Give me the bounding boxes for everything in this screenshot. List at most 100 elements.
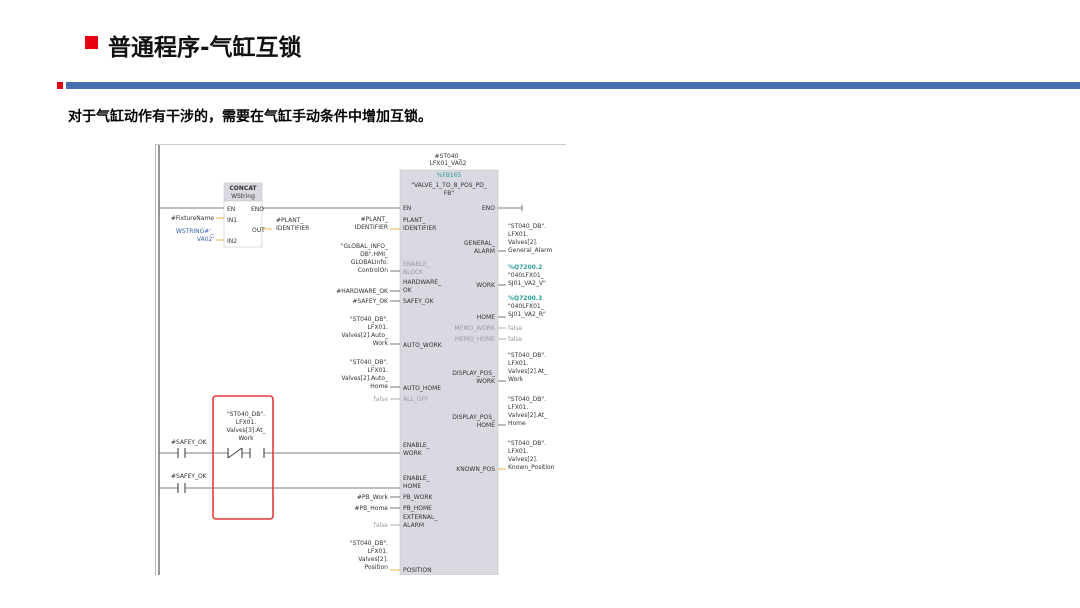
op-gi-line3[interactable]: GLOBALInfo.: [351, 259, 388, 266]
concat-in1-operand[interactable]: #FixtureName: [171, 215, 214, 222]
op-gi-line4[interactable]: ControlOn: [358, 267, 388, 274]
op-plant-line2[interactable]: IDENTIFIER: [355, 224, 388, 231]
fb-instance-line2: LFX01_VA02: [430, 160, 467, 167]
pin-disp-home-line2: HOME: [477, 422, 495, 429]
header-rule: [66, 82, 1080, 89]
slide-title: 普通程序-气缸互锁: [108, 35, 302, 61]
fb-instance-line1: #ST040_: [435, 153, 463, 160]
op-work-line1[interactable]: "040LFX01_: [508, 272, 545, 279]
op-home-line2[interactable]: SJ01_VA2_R": [508, 311, 546, 318]
pin-auto-work: AUTO_WORK: [403, 342, 443, 349]
pin-hw-line1: HARDWARE_: [403, 279, 442, 286]
op-aw-line3[interactable]: Valves[2].Auto_: [341, 332, 389, 339]
pin-auto-home: AUTO_HOME: [403, 385, 441, 392]
nc-contact-line2: LFX01.: [236, 419, 257, 426]
op-kp-line3[interactable]: Valves[2].: [508, 456, 538, 463]
concat-in2-pin: IN2: [227, 238, 237, 245]
fb-body: [399, 169, 499, 575]
op-ah-line3[interactable]: Valves[2].Auto_: [341, 375, 389, 382]
op-home-addr[interactable]: %Q7200.3: [508, 295, 542, 302]
concat-out-pin: OUT: [252, 227, 265, 234]
op-ga-line1[interactable]: "ST040_DB".: [508, 223, 546, 230]
pin-ext-line1: EXTERNAL_: [403, 514, 438, 521]
pin-enable-work-line2: WORK: [403, 450, 423, 457]
op-work-line2[interactable]: SJ01_VA2_V": [508, 280, 546, 287]
pin-memo-work: MEMO_WORK: [454, 325, 496, 332]
op-memo-work[interactable]: false: [508, 325, 523, 332]
pin-ext-line2: ALARM: [403, 522, 424, 529]
op-pos-line2[interactable]: LFX01.: [368, 548, 389, 555]
op-ga-line3[interactable]: Valves[2].: [508, 239, 538, 246]
concat-title: CONCAT: [229, 185, 257, 192]
op-pb-home[interactable]: #PB_Home: [355, 505, 389, 512]
fb-en-pin: EN: [403, 205, 411, 212]
slide-subtitle: 对于气缸动作有干涉的，需要在气缸手动条件中增加互锁。: [68, 109, 432, 125]
op-gi-line1[interactable]: "GLOBAL_INFO_: [341, 243, 389, 250]
concat-block[interactable]: CONCAT WString EN ENO IN1 OUT IN2: [223, 182, 265, 248]
ladder-diagram: CONCAT WString EN ENO IN1 OUT IN2 #Fixtu…: [155, 144, 566, 575]
pin-hw-line2: OK: [403, 287, 413, 294]
contact-safey-2-label: #SAFEY_OK: [171, 473, 208, 480]
pin-disp-work-line2: WORK: [476, 378, 496, 385]
op-gi-line2[interactable]: DB".HMI_: [360, 251, 389, 258]
nc-contact-valves3-at-work[interactable]: "ST040_DB". LFX01. Valves[3].At_ Work: [226, 411, 267, 459]
pin-home: HOME: [477, 314, 495, 321]
ladder-svg: CONCAT WString EN ENO IN1 OUT IN2 #Fixtu…: [158, 145, 555, 575]
safey-contact-1[interactable]: #SAFEY_OK: [171, 439, 208, 458]
op-home-line1[interactable]: "040LFX01_: [508, 303, 545, 310]
op-pos-line1[interactable]: "ST040_DB".: [350, 540, 388, 547]
safey-contact-2[interactable]: #SAFEY_OK: [171, 473, 208, 493]
op-aw-line1[interactable]: "ST040_DB".: [350, 316, 388, 323]
op-safey[interactable]: #SAFEY_OK: [352, 298, 389, 305]
op-kp-line1[interactable]: "ST040_DB".: [508, 440, 546, 447]
concat-body: [223, 200, 263, 248]
op-kp-line4[interactable]: Known_Position: [508, 464, 555, 471]
fb-eno-pin: ENO: [482, 205, 495, 212]
right-operands: "ST040_DB". LFX01. Valves[2]. General_Al…: [498, 223, 555, 471]
op-pb-work[interactable]: #PB_Work: [357, 494, 388, 501]
op-dw-line2[interactable]: LFX01.: [508, 360, 529, 367]
op-ga-line4[interactable]: General_Alarm: [508, 247, 552, 254]
fb-name-line1: "VALVE_1_TO_8_POS_PD_: [411, 182, 488, 189]
op-pos-line4[interactable]: Position: [365, 564, 389, 571]
pin-disp-work-line1: DISPLAY_POS_: [452, 370, 496, 377]
op-work-addr[interactable]: %Q7200.2: [508, 264, 542, 271]
op-kp-line2[interactable]: LFX01.: [508, 448, 529, 455]
left-operands: #PLANT_ IDENTIFIER "GLOBAL_INFO_ DB".HMI…: [336, 216, 400, 571]
concat-out-operand-line2[interactable]: IDENTIFIER: [276, 225, 309, 232]
fb-number: %FB165: [437, 172, 462, 179]
op-dw-line3[interactable]: Valves[2].At_: [508, 368, 548, 375]
pin-safey: SAFEY_OK: [403, 298, 435, 305]
contact-safey-1-label: #SAFEY_OK: [171, 439, 208, 446]
op-ah-line1[interactable]: "ST040_DB".: [350, 359, 388, 366]
op-plant-line1[interactable]: #PLANT_: [361, 216, 389, 223]
concat-in1-pin: IN1: [227, 217, 237, 224]
op-hw[interactable]: #HARDWARE_OK: [336, 288, 389, 295]
pin-pb-home: PB_HOME: [403, 505, 432, 512]
concat-in2-operand-line1[interactable]: WSTRING#'_: [176, 228, 215, 235]
op-ga-line2[interactable]: LFX01.: [508, 231, 529, 238]
op-aw-line4[interactable]: Work: [373, 340, 389, 347]
op-ext[interactable]: false: [374, 522, 389, 529]
op-dw-line4[interactable]: Work: [508, 376, 524, 383]
concat-out-operand-line1[interactable]: #PLANT_: [276, 217, 304, 224]
op-memo-home[interactable]: false: [508, 336, 523, 343]
op-dw-line1[interactable]: "ST040_DB".: [508, 352, 546, 359]
op-all-off[interactable]: false: [374, 396, 389, 403]
concat-in2-operand-line2[interactable]: VA02': [197, 236, 214, 243]
pin-enable-block-line2: BLOCK: [403, 269, 424, 276]
fb-block[interactable]: %FB165 "VALVE_1_TO_8_POS_PD_ FB" EN ENO …: [399, 169, 499, 575]
pin-general-line2: ALARM: [474, 248, 495, 255]
op-pos-line3[interactable]: Valves[2].: [358, 556, 388, 563]
pin-general-line1: GENERAL_: [464, 240, 496, 247]
op-dh-line4[interactable]: Home: [508, 420, 526, 427]
nc-contact-line3: Valves[3].At_: [226, 427, 266, 434]
op-dh-line3[interactable]: Valves[2].At_: [508, 412, 548, 419]
op-ah-line2[interactable]: LFX01.: [368, 367, 389, 374]
op-aw-line2[interactable]: LFX01.: [368, 324, 389, 331]
op-dh-line1[interactable]: "ST040_DB".: [508, 396, 546, 403]
pin-memo-home: MEMO_HOME: [455, 336, 495, 343]
op-dh-line2[interactable]: LFX01.: [508, 404, 529, 411]
nc-contact-line4: Work: [238, 435, 254, 442]
op-ah-line4[interactable]: Home: [370, 383, 388, 390]
